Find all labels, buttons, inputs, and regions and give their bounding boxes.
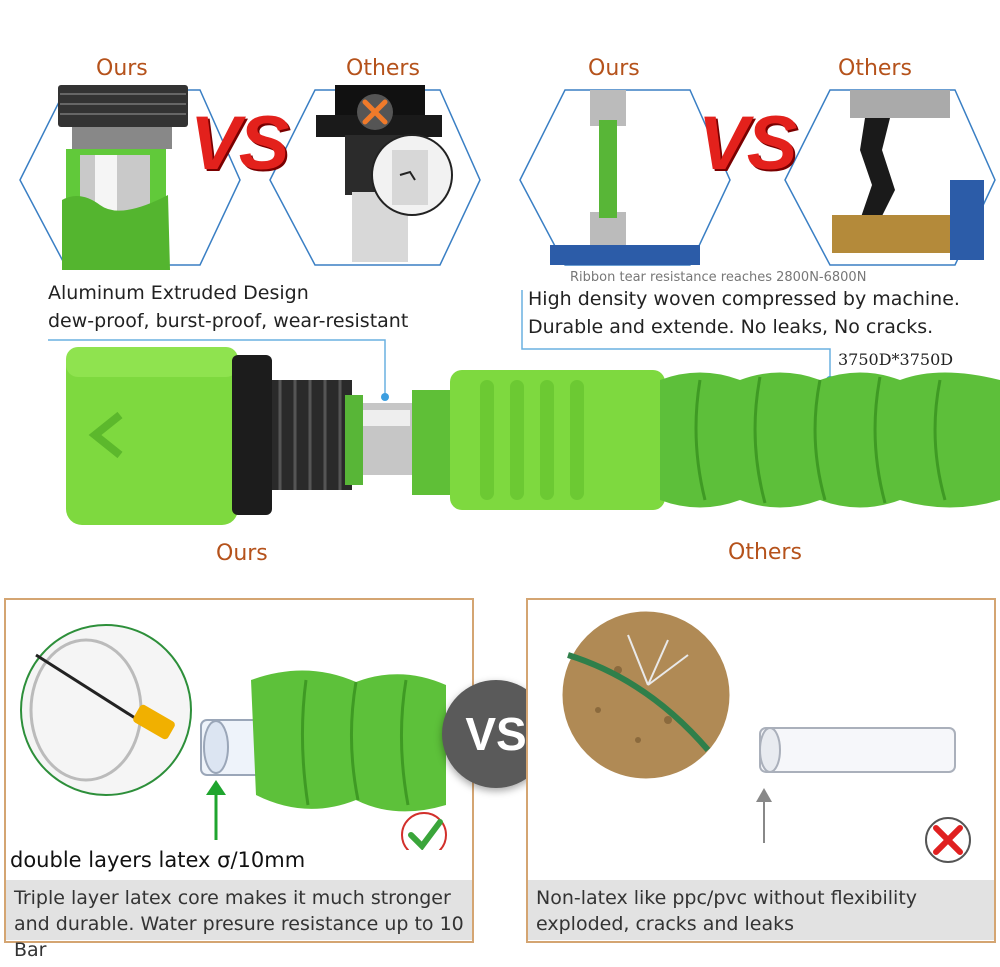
- top-right-vs-text: VS: [698, 101, 797, 186]
- hose-connector-illustration: [48, 290, 1000, 525]
- hexagon-outline: [784, 89, 996, 266]
- vs-badge-text: VS: [465, 708, 527, 760]
- ours-caption-line-2: and durable. Water presure resistance up…: [14, 913, 464, 961]
- hexagon-outline: [269, 89, 481, 266]
- ours-caption-line-1: Triple layer latex core makes it much st…: [14, 887, 451, 909]
- top-left-illustration: [19, 85, 481, 270]
- ribbon-tear-note: Ribbon tear resistance reaches 2800N-680…: [570, 270, 867, 285]
- ours-latex-panel: double layers latex σ/10mm Triple layer …: [4, 598, 474, 961]
- top-right-illustration: [519, 89, 996, 266]
- denier-label: 3750D*3750D: [838, 350, 954, 369]
- woven-callout-line: [521, 290, 831, 377]
- top-right-ours-label: Ours: [588, 56, 640, 81]
- aluminum-title: Aluminum Extruded Design: [48, 282, 309, 304]
- others-pvc-panel: Non-latex like ppc/pvc without flexibili…: [526, 598, 996, 943]
- top-right-others-label: Others: [838, 56, 912, 81]
- latex-label: double layers latex σ/10mm: [10, 848, 306, 872]
- top-left-vs-text: VS: [190, 101, 289, 186]
- aluminum-callout-line: [48, 339, 386, 395]
- middle-others-label: Others: [728, 540, 802, 565]
- others-caption: Non-latex like ppc/pvc without flexibili…: [528, 880, 994, 940]
- others-caption-line-1: Non-latex like ppc/pvc without flexibili…: [536, 887, 918, 909]
- woven-line-1: High density woven compressed by machine…: [528, 288, 960, 310]
- others-caption-line-2: exploded, cracks and leaks: [536, 913, 795, 935]
- middle-ours-label: Ours: [216, 541, 268, 566]
- top-left-ours-label: Ours: [96, 56, 148, 81]
- aluminum-subtitle: dew-proof, burst-proof, wear-resistant: [48, 310, 409, 332]
- top-left-others-label: Others: [346, 56, 420, 81]
- latex-illustration: [20, 624, 447, 850]
- magnifier-circle: [20, 624, 192, 796]
- woven-line-2: Durable and extende. No leaks, No cracks…: [528, 316, 934, 338]
- pvc-illustration: [559, 608, 971, 863]
- ours-caption: Triple layer latex core makes it much st…: [6, 880, 472, 961]
